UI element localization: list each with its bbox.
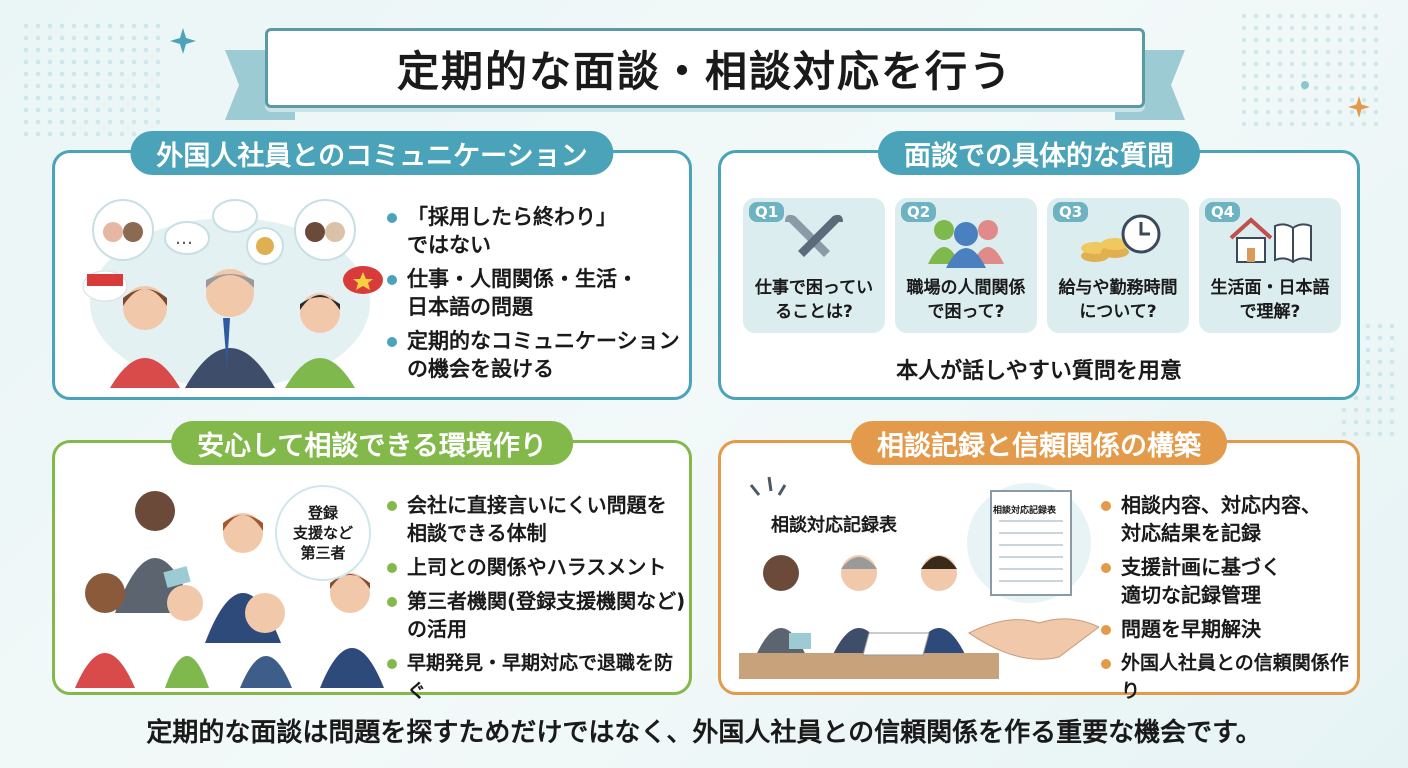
bullet-item: 仕事・人間関係・生活・ 日本語の問題 — [385, 265, 685, 321]
bullet-item: 上司との関係やハラスメント — [385, 553, 690, 581]
question-number: Q2 — [901, 202, 937, 222]
record-sheet-title: 相談対応記録表 — [993, 506, 1057, 516]
panel-records-trust: 相談記録と信頼関係の構築 相談対応記録表 相談対応記録表 相談内容、対応内容、 … — [718, 421, 1360, 702]
bullet-item: 「採用したら終わり」 ではない — [385, 203, 685, 259]
dot-pattern — [1238, 10, 1378, 130]
dot-icon — [1301, 81, 1309, 89]
question-text: 給与や勤務時間 について? — [1058, 278, 1178, 322]
panel-heading: 相談記録と信頼関係の構築 — [851, 421, 1227, 465]
panel-caption: 本人が話しやすい質問を用意 — [896, 359, 1182, 384]
bullet-item: 外国人社員との信頼関係作り — [1099, 649, 1359, 705]
page-title: 定期的な面談・相談対応を行う — [396, 46, 1013, 96]
question-card: Q2 職場の人間関係 で困って? — [895, 198, 1037, 333]
question-number: Q4 — [1205, 202, 1241, 222]
bullet-item: 第三者機関(登録支援機関など) の活用 — [385, 587, 690, 643]
question-number: Q3 — [1053, 202, 1089, 222]
communication-illustration: … — [82, 199, 383, 388]
wrench-icon — [785, 214, 843, 257]
bullet-list: 会社に直接言いにくい問題を 相談できる体制 上司との関係やハラスメント 第三者機… — [385, 491, 690, 711]
question-card: Q3 給与や勤務時間 について? — [1047, 198, 1189, 333]
question-number: Q1 — [749, 202, 785, 222]
bullet-item: 会社に直接言いにくい問題を 相談できる体制 — [385, 491, 690, 547]
title-banner: 定期的な面談・相談対応を行う — [225, 28, 1185, 120]
question-card: Q1 仕事で困ってい ることは? — [743, 198, 885, 333]
dot-pattern — [20, 20, 160, 140]
records-illustration — [739, 476, 1099, 679]
panel-communication: 外国人社員とのコミュニケーション … 「採用したら終わり」 ではない 仕事・人間… — [52, 131, 692, 400]
record-label: 相談対応記録表 — [771, 515, 897, 536]
bullet-item: 支援計画に基づく 適切な記録管理 — [1099, 553, 1359, 609]
bullet-item: 相談内容、対応内容、 対応結果を記録 — [1099, 491, 1359, 547]
third-party-bubble: 登録 支援など 第三者 — [275, 485, 371, 581]
coins-clock-icon — [1081, 214, 1161, 262]
svg-text:…: … — [175, 228, 193, 249]
bullet-list: 相談内容、対応内容、 対応結果を記録 支援計画に基づく 適切な記録管理 問題を早… — [1099, 491, 1359, 711]
panel-safe-consultation: 安心して相談できる環境作り 登録 支援など 第三者 会社に直接言いにくい問題を … — [52, 421, 692, 702]
panel-interview-questions: 面談での具体的な質問 Q1 仕事で困ってい ることは? Q2 職場の人間関係 で… — [718, 131, 1360, 400]
question-text: 仕事で困ってい ることは? — [754, 278, 874, 322]
people-icon — [928, 220, 1004, 268]
question-text: 生活面・日本語 で理解? — [1210, 278, 1330, 322]
bullet-list: 「採用したら終わり」 ではない 仕事・人間関係・生活・ 日本語の問題 定期的なコ… — [385, 203, 685, 389]
panel-heading: 外国人社員とのコミュニケーション — [130, 131, 614, 175]
bullet-item: 定期的なコミュニケーション の機会を設ける — [385, 327, 685, 383]
bullet-item: 問題を早期解決 — [1099, 615, 1359, 643]
sparkle-icon — [1348, 96, 1370, 118]
house-book-icon — [1229, 217, 1312, 264]
panel-heading: 安心して相談できる環境作り — [171, 421, 573, 465]
sparkle-icon — [170, 28, 196, 54]
question-text: 職場の人間関係 で困って? — [906, 278, 1026, 322]
consultation-illustration — [75, 491, 384, 688]
question-card: Q4 生活面・日本語 で理解? — [1199, 198, 1341, 333]
panel-heading: 面談での具体的な質問 — [878, 131, 1200, 175]
footer-message: 定期的な面談は問題を探すためだけではなく、外国人社員との信頼関係を作る重要な機会… — [146, 718, 1262, 748]
bullet-item: 早期発見・早期対応で退職を防ぐ — [385, 649, 690, 705]
